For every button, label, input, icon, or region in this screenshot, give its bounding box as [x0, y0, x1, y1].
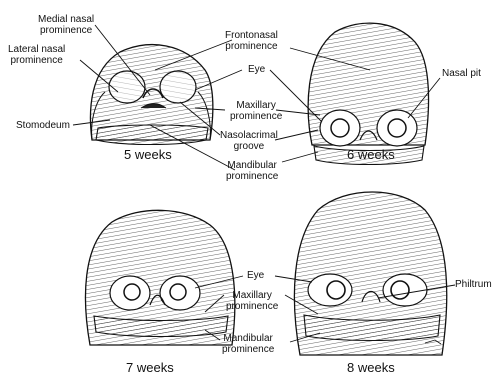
label-philtrum: Philtrum [455, 279, 492, 290]
label-lateral-nasal-line2: prominence [8, 55, 65, 66]
label-frontonasal-line1: Frontonasal [225, 30, 278, 41]
label-mandibular-top-line2: prominence [226, 171, 278, 182]
label-lateral-nasal-line1: Lateral nasal [8, 44, 65, 55]
caption-8-weeks: 8 weeks [347, 360, 395, 375]
embryo-5-weeks [90, 45, 212, 145]
label-maxillary-bottom-line2: prominence [226, 301, 278, 312]
caption-6-weeks: 6 weeks [347, 147, 395, 162]
label-medial-nasal-line2: prominence [38, 25, 94, 36]
label-nasal-pit: Nasal pit [442, 68, 481, 79]
caption-5-weeks: 5 weeks [124, 147, 172, 162]
label-medial-nasal: Medial nasal prominence [38, 14, 94, 36]
label-nasolacrimal-line1: Nasolacrimal [220, 130, 278, 141]
embryo-8-weeks [294, 192, 446, 355]
label-nasolacrimal-line2: groove [220, 141, 278, 152]
label-eye-bottom: Eye [247, 270, 264, 281]
label-mandibular-bottom: Mandibular prominence [222, 333, 274, 355]
label-maxillary-bottom-line1: Maxillary [226, 290, 278, 301]
label-nasolacrimal: Nasolacrimal groove [220, 130, 278, 152]
label-lateral-nasal: Lateral nasal prominence [8, 44, 65, 66]
label-frontonasal-line2: prominence [225, 41, 278, 52]
label-eye-top: Eye [248, 64, 265, 75]
label-mandibular-top: Mandibular prominence [226, 160, 278, 182]
label-maxillary-bottom: Maxillary prominence [226, 290, 278, 312]
embryo-6-weeks [308, 23, 428, 164]
embryo-7-weeks [85, 210, 234, 345]
label-frontonasal: Frontonasal prominence [225, 30, 278, 52]
label-maxillary-top-line1: Maxillary [230, 100, 282, 111]
label-mandibular-bottom-line2: prominence [222, 344, 274, 355]
label-medial-nasal-line1: Medial nasal [38, 14, 94, 25]
label-maxillary-top: Maxillary prominence [230, 100, 282, 122]
label-maxillary-top-line2: prominence [230, 111, 282, 122]
label-stomodeum: Stomodeum [16, 120, 70, 131]
caption-7-weeks: 7 weeks [126, 360, 174, 375]
label-mandibular-bottom-line1: Mandibular [222, 333, 274, 344]
label-mandibular-top-line1: Mandibular [226, 160, 278, 171]
